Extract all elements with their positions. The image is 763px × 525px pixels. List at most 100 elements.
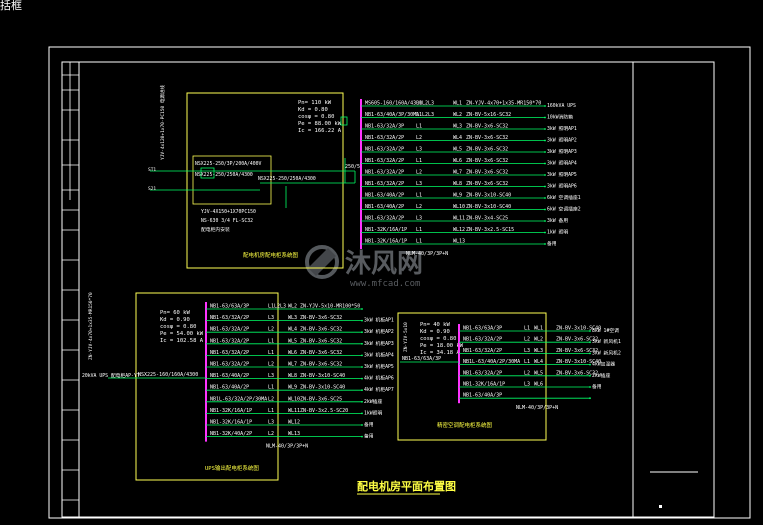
circuit-id: WL6 xyxy=(453,158,462,164)
circuit-id: WL1 xyxy=(453,101,462,107)
transfer-switch xyxy=(200,167,215,179)
circuit-id: WL13 xyxy=(288,431,300,437)
circuit-end-node xyxy=(589,341,591,344)
load-note: 6kW 空调插座1 xyxy=(547,194,581,201)
panel-title: 精密空调配电柜系统图 xyxy=(437,421,493,429)
circuit-end-node xyxy=(544,105,546,107)
incoming-cable-label: YJV-4x120+1x70-PC150 电源进线 xyxy=(159,85,166,160)
load-note: 3kW 机柜AP3 xyxy=(364,340,394,347)
cable-spec: ZN-BV-3x6-SC32 xyxy=(466,158,508,164)
circuit-id: WL3 xyxy=(288,315,297,321)
breaker-label: NB1-63/32A/2P xyxy=(210,350,249,356)
param-line: cosφ = 0.80 xyxy=(160,324,196,330)
incoming-note: 配电柜内安装 xyxy=(201,226,230,233)
circuit-id: WL10 xyxy=(453,204,465,210)
circuit-end-node xyxy=(361,308,363,310)
param-line: Kd = 0.80 xyxy=(298,107,328,113)
cable-spec: ZN-BV-3x6-SC32 xyxy=(300,362,342,368)
breaker-label: NB1-63/32A/2P xyxy=(365,158,404,164)
ups-feed-cable: ZN-YJV-4x70+1x35-MR150*70 xyxy=(88,292,94,360)
circuit-row[interactable]: NB1-63/40A/3P xyxy=(459,393,591,400)
breaker-label: NB1-32K/16A/1P xyxy=(365,227,407,233)
load-note: 6kW 空调插座2 xyxy=(547,206,581,213)
circuit-id: WL11 xyxy=(453,216,465,222)
circuit-id: WL4 xyxy=(453,135,462,141)
param-line: Ic = 34.18 A xyxy=(420,350,460,356)
panel-main-border xyxy=(186,92,344,269)
phase-label: L3 xyxy=(268,420,274,426)
breaker-label: NB1-63/32A/2P xyxy=(463,348,502,354)
watermark: 沐风网 www.mfcad.com xyxy=(305,245,423,289)
incoming-breaker-label: NSX225-250/250A/4300 xyxy=(258,176,316,182)
load-note: 1kW 照明 xyxy=(547,230,568,236)
load-note: 3kW 照明AP1 xyxy=(547,126,577,132)
phase-label: L1 xyxy=(268,408,274,414)
cable-spec: ZN-BV-3x6-SC32 xyxy=(300,350,342,356)
load-note: 3kW 照明AP2 xyxy=(547,138,577,144)
panel-title: 配电机房配电柜系统图 xyxy=(243,251,299,259)
inner-frame xyxy=(61,61,715,518)
load-note: 备用 xyxy=(547,240,557,247)
phase-label: L1 xyxy=(268,338,274,344)
bus-tail-label: NLM-40/3P/3P+N xyxy=(516,405,558,411)
phase-label: L2 xyxy=(268,431,274,437)
breaker-label: MS605-160/160A/4300 xyxy=(365,101,422,107)
load-note: 3kW 照明AP6 xyxy=(547,184,577,190)
cable-spec: ZN-BV-3x6-SC25 xyxy=(300,396,342,402)
load-note: 8kW 1#空调 xyxy=(592,327,619,334)
breaker-label: NB1-63/32A/2P xyxy=(463,337,502,343)
left-title-strip xyxy=(62,61,79,501)
panel-ac-border xyxy=(397,312,547,441)
phase-label: L1 xyxy=(416,124,422,130)
ups-source-label: 20kVA UPS 配电柜AP-YT xyxy=(82,372,140,379)
circuit-id: WL10 xyxy=(288,396,300,402)
cable-spec: ZN-BV-3x10-SC40 xyxy=(556,359,601,365)
breaker-label: NB1-63/32A/2P xyxy=(210,315,249,321)
phase-label: L2 xyxy=(416,135,422,141)
load-note: 3kW 机柜AP5 xyxy=(364,363,394,370)
cable-spec: ZN-YJV-5x10-MR100*50 xyxy=(300,304,360,310)
circuit-end-node xyxy=(544,197,546,199)
circuit-id: WL1 xyxy=(534,326,543,332)
cable-spec: ZN-BV-3x6-SC32 xyxy=(556,337,598,343)
phase-label: L1 xyxy=(416,158,422,164)
load-note: 160kVA UPS xyxy=(547,103,576,109)
load-note: 3kW 新风机2 xyxy=(592,349,621,356)
breaker-label: NB1-63/40A/2P xyxy=(365,193,404,199)
circuit-end-node xyxy=(589,330,591,332)
cable-spec: ZN-BV-3x6-SC32 xyxy=(556,348,598,354)
phase-label: L1 xyxy=(268,350,274,356)
